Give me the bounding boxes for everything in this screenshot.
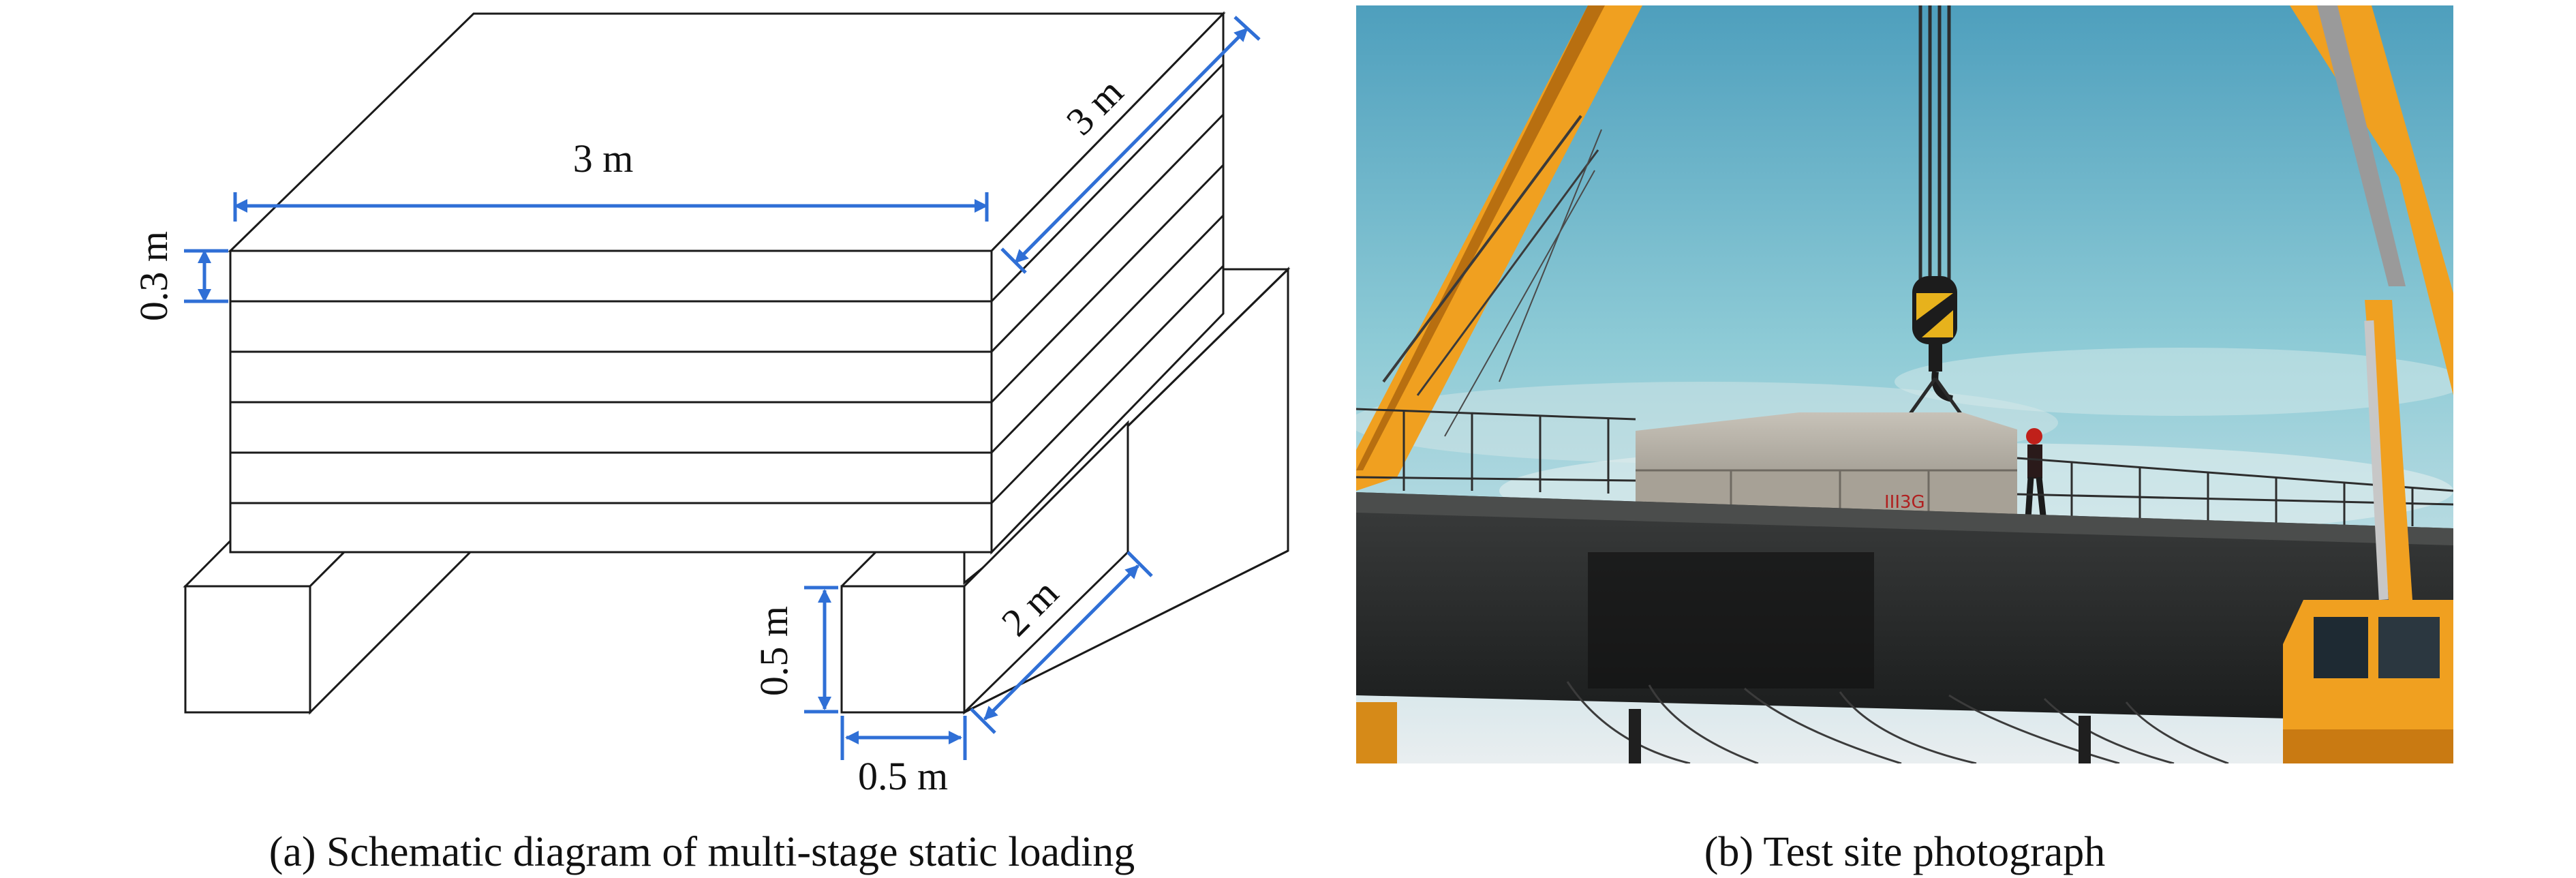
- crane-hook: [1899, 276, 1972, 427]
- right-crane: [2283, 5, 2453, 763]
- block-marking: III3G: [1884, 492, 1925, 513]
- label-support-width: 0.5 m: [858, 754, 948, 798]
- label-support-height: 0.5 m: [752, 606, 796, 696]
- hook-cables: [1918, 5, 1951, 279]
- label-layer-thickness: 0.3 m: [132, 231, 176, 321]
- caption-right: (b) Test site photograph: [1704, 829, 2106, 875]
- dim-support-height: 0.5 m: [752, 586, 838, 714]
- concrete-blocks: III3G: [1636, 412, 2017, 518]
- dim-layer-thickness: 0.3 m: [132, 231, 228, 321]
- left-crane-boom: [1356, 5, 1642, 763]
- dim-slab-length: 3 m: [233, 136, 989, 222]
- site-photograph: III3G: [1356, 5, 2453, 763]
- label-slab-length: 3 m: [573, 136, 634, 181]
- dim-support-width: 0.5 m: [840, 716, 967, 798]
- caption-left: (a) Schematic diagram of multi-stage sta…: [269, 829, 1135, 875]
- schematic-diagram: 3 m 3 m 0.3 m 0.5 m 0.5 m: [132, 11, 1291, 798]
- bridge-girder: [1356, 492, 2453, 763]
